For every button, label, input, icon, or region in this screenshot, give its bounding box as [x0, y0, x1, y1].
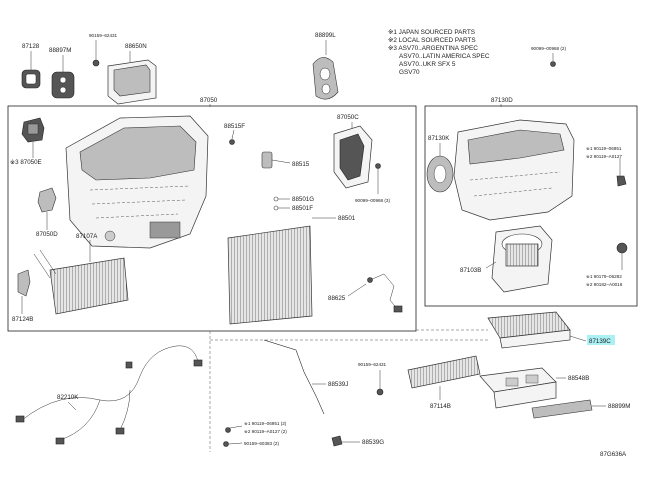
label-90119-06951-b: ※1 90119–06951 (2)	[244, 421, 287, 426]
label-87050: 87050	[200, 97, 218, 104]
label-88650N: 88650N	[125, 43, 147, 50]
diagram-code: 87G636A	[600, 451, 627, 458]
label-88625: 88625	[328, 295, 346, 302]
part-88548B[interactable]: 88548B	[479, 367, 589, 409]
note-2: ※2 LOCAL SOURCED PARTS	[388, 37, 476, 44]
label-88539J: 88539J	[328, 381, 348, 388]
part-90119-06951-a[interactable]: ※1 90119–06951 ※2 90119–A0127	[586, 146, 627, 187]
part-88501G[interactable]: 88501G	[273, 196, 314, 203]
part-88625[interactable]: 88625	[328, 273, 403, 313]
part-87128[interactable]: 87128	[21, 43, 41, 89]
label-88501G: 88501G	[292, 196, 314, 203]
highlight-87139C	[587, 335, 615, 345]
part-90179-06282[interactable]: ※1 90179–06282 ※2 90182–A0016	[586, 242, 628, 287]
part-87107A[interactable]: 87107A	[33, 233, 129, 315]
frame-blower-unit	[424, 105, 638, 307]
part-90099-00968-mid[interactable]: 90099–00968 (3)	[355, 163, 390, 204]
label-87128: 87128	[22, 43, 40, 50]
part-88515F[interactable]: 88515F	[224, 123, 245, 145]
label-87107A: 87107A	[76, 233, 98, 240]
label-88899L: 88899L	[315, 32, 336, 39]
part-88501-evaporator[interactable]: 88501	[227, 215, 356, 325]
part-heater-case[interactable]	[65, 115, 209, 249]
part-87050E[interactable]: ※3 87050E	[10, 117, 45, 166]
label-87114B: 87114B	[430, 403, 451, 410]
label-90179-06282: ※1 90179–06282	[586, 274, 622, 279]
note-4: ASV70..LATIN AMERICA SPEC	[399, 53, 490, 60]
part-87103B-blower-motor[interactable]: 87103B	[460, 225, 553, 293]
label-88501: 88501	[338, 215, 356, 222]
label-90099-00968-mid: 90099–00968 (3)	[355, 198, 390, 203]
note-1: ※1 JAPAN SOURCED PARTS	[388, 29, 475, 36]
note-6: GSV70	[399, 69, 420, 76]
label-87103B: 87103B	[460, 267, 481, 274]
label-87050C: 87050C	[337, 114, 359, 121]
legend-notes: ※1 JAPAN SOURCED PARTS ※2 LOCAL SOURCED …	[388, 29, 490, 76]
label-87050E: ※3 87050E	[10, 159, 42, 166]
part-87124B[interactable]: 87124B	[12, 269, 33, 323]
label-82210K: 82210K	[57, 394, 79, 401]
label-90119-06951-a: ※1 90119–06951	[586, 146, 622, 151]
frame-heater-unit	[7, 105, 417, 332]
part-88501F[interactable]: 88501F	[273, 205, 313, 212]
part-88650N[interactable]: 88650N	[107, 43, 157, 105]
part-90119-06951-b[interactable]: ※1 90119–06951 (2) ※2 90119–A0127 (2)	[225, 421, 288, 434]
part-87130K[interactable]: 87130K	[426, 135, 454, 193]
part-88897M[interactable]: 88897M	[49, 47, 75, 99]
label-90159-60383: 90159–60383 (2)	[244, 441, 279, 446]
label-90159-62431-bot: 90159–62431	[358, 362, 387, 367]
label-87139C: 87139C	[589, 338, 611, 345]
part-87050D[interactable]: 87050D	[36, 187, 58, 238]
label-90182-A0016: ※2 90182–A0016	[586, 282, 623, 287]
part-90099-00968-top[interactable]: 90099–00968 (2)	[531, 46, 566, 67]
note-5: ASV70..UKR SFX 5	[399, 61, 456, 68]
part-90159-62431-bot[interactable]: 90159–62431	[358, 362, 387, 396]
label-88899M: 88899M	[608, 403, 630, 410]
part-88899L[interactable]: 88899L	[312, 32, 339, 100]
part-88539J-pipe[interactable]: 88539J	[263, 339, 348, 415]
part-87114B[interactable]: 87114B	[407, 355, 481, 410]
label-88897M: 88897M	[49, 47, 71, 54]
part-88539G[interactable]: 88539G	[331, 435, 384, 447]
part-87139C-cabin-filter[interactable]: 87139C	[487, 311, 615, 349]
part-90159-60383[interactable]: 90159–60383 (2)	[223, 441, 280, 447]
part-88899M[interactable]: 88899M	[531, 399, 630, 419]
label-90099-00968-top: 90099–00968 (2)	[531, 46, 566, 51]
part-90159-62431-top[interactable]: 90159–62431	[89, 33, 118, 67]
label-87124B: 87124B	[12, 316, 33, 323]
label-87130D: 87130D	[491, 97, 513, 104]
part-87050C[interactable]: 87050C	[333, 114, 373, 189]
label-90159-62431-top: 90159–62431	[89, 33, 118, 38]
label-88539G: 88539G	[362, 439, 384, 446]
label-88501F: 88501F	[292, 205, 313, 212]
label-90119-A0127-a: ※2 90119–A0127	[586, 154, 622, 159]
label-90119-A0127-b: ※2 90119–A0127 (2)	[244, 429, 287, 434]
label-88515: 88515	[292, 161, 310, 168]
part-82210K-harness[interactable]: 82210K	[15, 345, 203, 445]
note-3: ※3 ASV70..ARGENTINA SPEC	[388, 45, 478, 52]
label-87050D: 87050D	[36, 231, 58, 238]
part-blower-case[interactable]	[453, 119, 575, 221]
label-88515F: 88515F	[224, 123, 245, 130]
label-88548B: 88548B	[568, 375, 589, 382]
part-88515[interactable]: 88515	[261, 151, 310, 169]
label-87130K: 87130K	[428, 135, 450, 142]
